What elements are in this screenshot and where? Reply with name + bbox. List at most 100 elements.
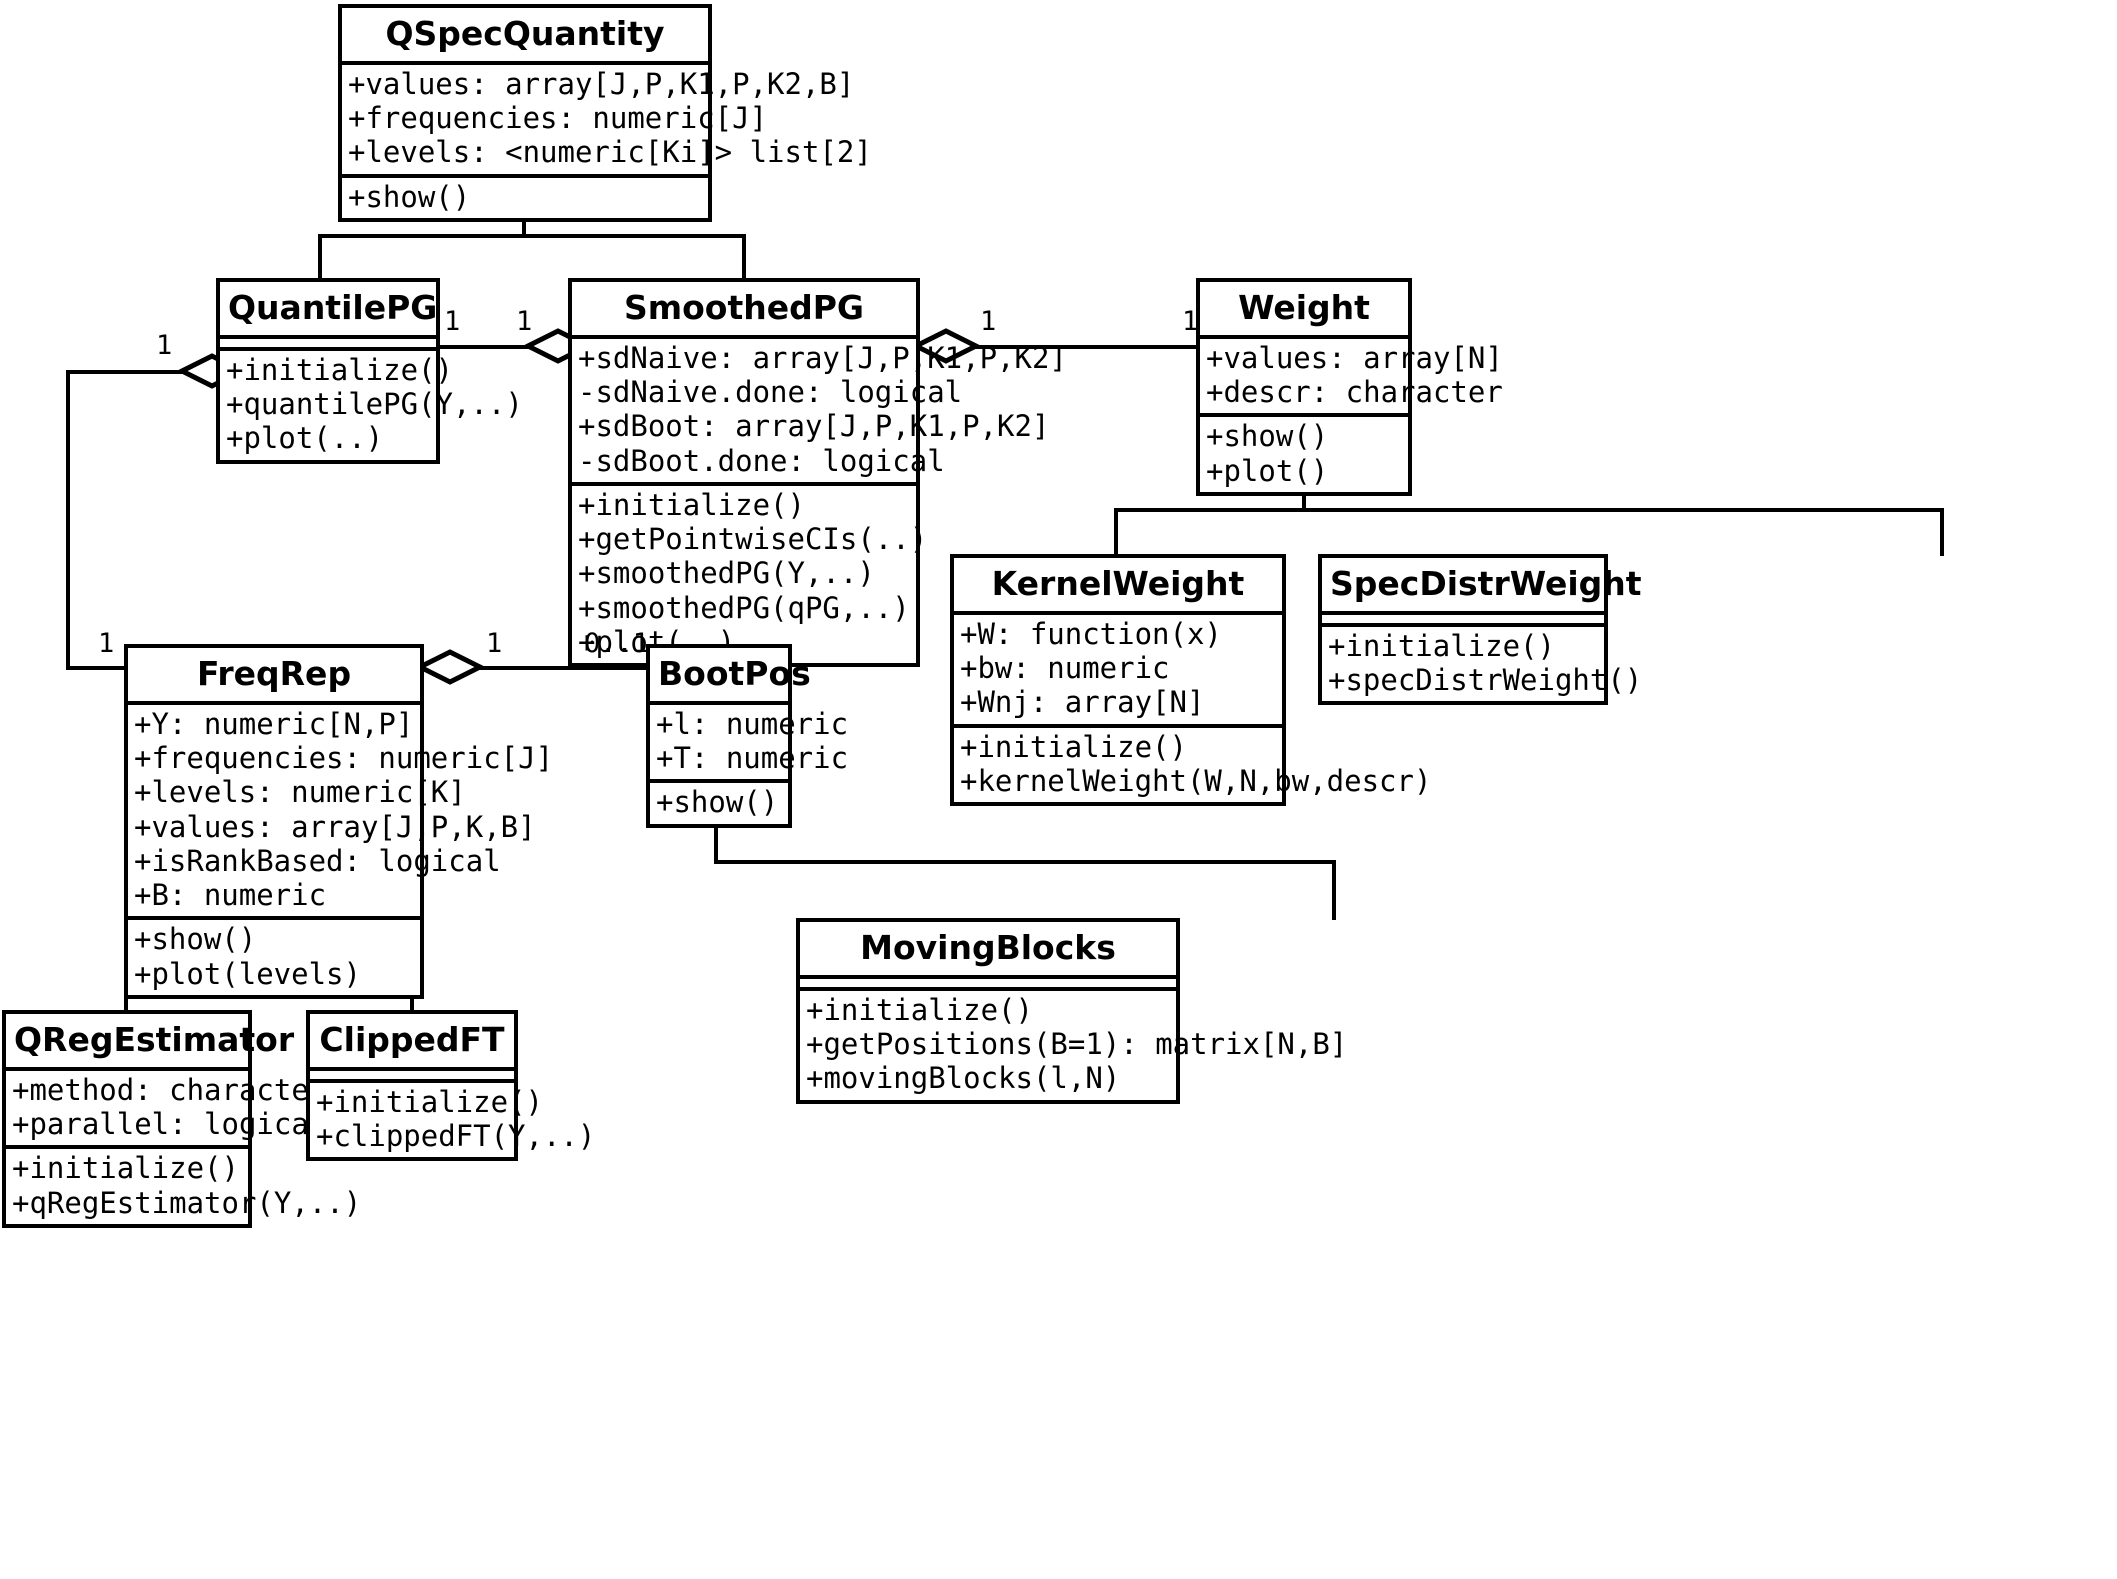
attributes-qregestimator: +method: character +parallel: logical — [6, 1071, 327, 1145]
attribute-row: +Wnj: array[N] — [960, 685, 1205, 720]
method-row: +smoothedPG(Y,..) — [578, 556, 875, 591]
compartment-divider — [310, 1079, 514, 1083]
class-box-qspecquantity[interactable]: QSpecQuantity +values: array[J,P,K1,P,K2… — [338, 4, 872, 222]
methods-movingblocks: +initialize() +getPositions(B=1): matrix… — [800, 991, 1347, 1100]
methods-quantilepg: +initialize() +quantilePG(Y,..) +plot(..… — [220, 351, 523, 460]
class-box-quantilepg[interactable]: QuantilePG +initialize() +quantilePG(Y,.… — [216, 278, 523, 464]
class-box-freqrep[interactable]: FreqRep +Y: numeric[N,P] +frequencies: n… — [124, 644, 554, 999]
class-name-kernelweight: KernelWeight — [991, 564, 1245, 603]
method-row: +specDistrWeight() — [1328, 663, 1643, 698]
methods-bootpos: +show() — [650, 783, 788, 823]
class-name-freqrep: FreqRep — [196, 654, 352, 693]
methods-specdistrweight: +initialize() +specDistrWeight() — [1322, 627, 1643, 701]
attributes-weight: +values: array[N] +descr: character — [1200, 339, 1503, 413]
multiplicity-quantilepg-right: 1 — [444, 306, 461, 337]
methods-kernelweight: +initialize() +kernelWeight(W,N,bw,descr… — [954, 728, 1432, 802]
class-box-weight[interactable]: Weight +values: array[N] +descr: charact… — [1196, 278, 1503, 496]
attributes-clippedft — [310, 1071, 514, 1079]
method-row: +smoothedPG(qPG,..) — [578, 590, 910, 625]
class-box-smoothedpg[interactable]: SmoothedPG +sdNaive: array[J,P,K1,P,K2] … — [568, 278, 1067, 667]
method-row: +qRegEstimator(Y,..) — [12, 1185, 362, 1220]
compartment-divider — [6, 1067, 248, 1071]
assoc-line-quantilepg-freqrep-vert — [66, 370, 70, 670]
class-name-movingblocks: MovingBlocks — [860, 928, 1116, 967]
compartment-divider — [6, 1145, 248, 1150]
attributes-movingblocks — [800, 979, 1176, 987]
method-row: +initialize() — [1328, 629, 1555, 663]
class-name-quantilepg: QuantilePG — [228, 288, 438, 327]
attribute-row: +values: array[J,P,K1,P,K2,B] — [348, 67, 855, 101]
method-row: +movingBlocks(l,N) — [806, 1061, 1121, 1096]
compartment-divider — [800, 975, 1176, 979]
compartment-divider — [342, 61, 708, 65]
methods-qspecquantity: +show() — [342, 178, 708, 218]
compartment-divider — [954, 611, 1282, 615]
class-box-specdistrweight[interactable]: SpecDistrWeight +initialize() +specDistr… — [1318, 554, 1643, 706]
inheritance-line-bootpos-bus — [714, 860, 1336, 864]
assoc-line-smoothedpg-weight — [916, 345, 1200, 349]
compartment-divider — [1322, 611, 1604, 615]
attribute-row: +values: array[N] — [1206, 341, 1503, 375]
attributes-qspecquantity: +values: array[J,P,K1,P,K2,B] +frequenci… — [342, 65, 872, 174]
attributes-specdistrweight — [1322, 615, 1604, 623]
compartment-divider — [1200, 413, 1408, 418]
methods-qregestimator: +initialize() +qRegEstimator(Y,..) — [6, 1149, 362, 1223]
method-row: +initialize() — [960, 729, 1187, 764]
compartment-divider — [572, 481, 916, 486]
multiplicity-quantilepg-assoc-left: 1 — [156, 330, 173, 361]
method-row: +kernelWeight(W,N,bw,descr) — [960, 763, 1432, 798]
assoc-line-quantilepg-smoothedpg — [436, 345, 572, 349]
multiplicity-freqrep-left: 1 — [98, 628, 115, 659]
methods-smoothedpg: +initialize() +getPointwiseCIs(..) +smoo… — [572, 486, 928, 663]
class-box-kernelweight[interactable]: KernelWeight +W: function(x) +bw: numeri… — [950, 554, 1432, 807]
method-row: +initialize() — [12, 1151, 239, 1186]
attribute-row: +levels: <numeric[Ki]> list[2] — [348, 135, 872, 170]
attribute-row: -sdBoot.done: logical — [578, 443, 945, 478]
method-row: +show() — [134, 922, 257, 957]
multiplicity-smoothedpg-right: 1 — [980, 306, 997, 337]
assoc-line-quantilepg-freqrep-top — [66, 370, 188, 374]
compartment-divider — [954, 723, 1282, 728]
compartment-divider — [342, 173, 708, 178]
attribute-row: +bw: numeric — [960, 651, 1170, 686]
method-row: +clippedFT(Y,..) — [316, 1119, 596, 1154]
inheritance-line-bootpos-down — [714, 810, 718, 864]
inheritance-line-to-quantilepg — [318, 234, 322, 282]
attribute-row: +T: numeric — [656, 741, 849, 776]
attribute-row: +isRankBased: logical — [134, 843, 501, 878]
class-name-smoothedpg: SmoothedPG — [623, 288, 865, 327]
class-name-clippedft: ClippedFT — [319, 1020, 505, 1059]
attribute-row: +method: character — [12, 1073, 327, 1107]
attribute-row: +values: array[J,P,K,B] — [134, 809, 536, 844]
attribute-row: +l: numeric — [656, 707, 849, 741]
class-box-qregestimator[interactable]: QRegEstimator +method: character +parall… — [2, 1010, 362, 1228]
compartment-divider — [128, 916, 420, 921]
method-row: +initialize() — [226, 353, 453, 387]
class-name-qspecquantity: QSpecQuantity — [385, 14, 665, 53]
compartment-divider — [310, 1067, 514, 1071]
inheritance-line-qspec-bus — [318, 234, 746, 238]
compartment-divider — [650, 779, 788, 784]
inheritance-line-to-specdistrweight — [1940, 508, 1944, 556]
compartment-divider — [1322, 623, 1604, 627]
compartment-divider — [572, 335, 916, 339]
multiplicity-smoothedpg-left: 1 — [516, 306, 533, 337]
compartment-divider — [128, 701, 420, 705]
attribute-row: +frequencies: numeric[J] — [348, 101, 768, 136]
attribute-row: +Y: numeric[N,P] — [134, 707, 414, 741]
class-name-weight: Weight — [1238, 288, 1370, 327]
attribute-row: +frequencies: numeric[J] — [134, 741, 554, 776]
compartment-divider — [220, 347, 436, 351]
class-box-bootpos[interactable]: BootPos +l: numeric +T: numeric +show() — [646, 644, 849, 828]
attribute-row: +W: function(x) — [960, 617, 1222, 651]
method-row: +show() — [656, 785, 779, 820]
multiplicity-weight-left: 1 — [1182, 306, 1199, 337]
class-box-movingblocks[interactable]: MovingBlocks +initialize() +getPositions… — [796, 918, 1347, 1104]
compartment-divider — [650, 701, 788, 705]
aggregation-diamond-smoothedpg-right — [910, 327, 982, 365]
methods-clippedft: +initialize() +clippedFT(Y,..) — [310, 1083, 596, 1157]
multiplicity-bootpos-left: 0..1 — [584, 628, 650, 659]
class-box-clippedft[interactable]: ClippedFT +initialize() +clippedFT(Y,..) — [306, 1010, 596, 1162]
method-row: +getPointwiseCIs(..) — [578, 522, 928, 557]
